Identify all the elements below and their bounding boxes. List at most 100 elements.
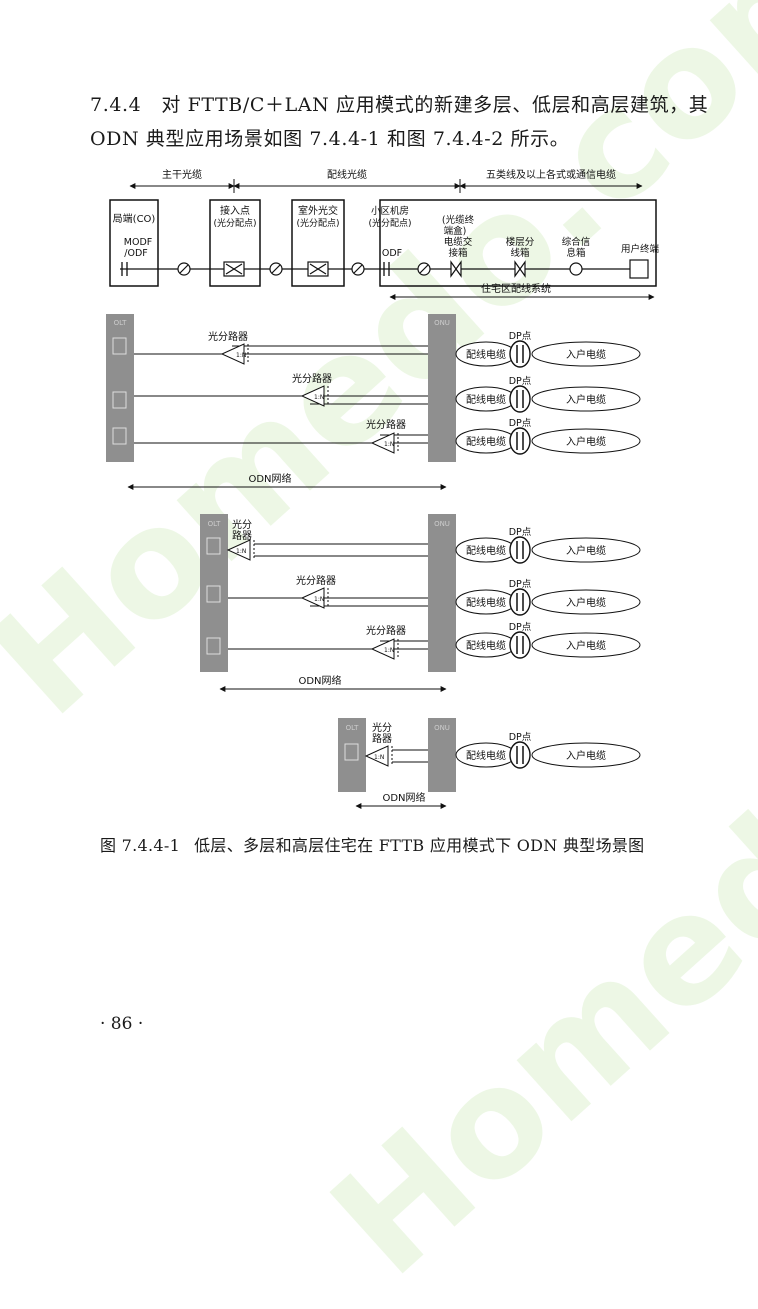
user-terminal-label: 用户终端 xyxy=(621,243,660,255)
onu-rack xyxy=(428,718,456,792)
odf-connector-icon xyxy=(121,262,390,276)
floor-box-label-1: 楼层分 xyxy=(506,236,535,248)
splitter-label-b: 路器 xyxy=(372,732,392,745)
distribution-cable-label: 配线电缆 xyxy=(466,435,506,448)
dp-label: DP点 xyxy=(509,579,532,590)
splitter-label-a: 光分 xyxy=(232,518,252,531)
info-box-label-2: 息箱 xyxy=(566,247,585,259)
room-sub: (光分配点) xyxy=(368,217,411,229)
splitter-ratio: 1:N xyxy=(384,441,394,448)
splitter-ratio: 1:N xyxy=(236,352,246,359)
odn-network-label: ODN网络 xyxy=(298,674,341,687)
co-label: 局端(CO) xyxy=(113,212,156,225)
drop-cable-label: 入户电缆 xyxy=(566,393,606,406)
splitter-label: 光分路器 xyxy=(366,624,406,637)
splitter-label: 光分路器 xyxy=(366,418,406,431)
page-number: · 86 · xyxy=(100,1014,144,1034)
info-box-label-1: 综合信 xyxy=(562,236,591,248)
residential-system-label: 住宅区配线系统 xyxy=(481,282,551,295)
clause-text: 对 FTTB/C＋LAN 应用模式的新建多层、低层和高层建筑，其 ODN 典型应… xyxy=(90,94,709,150)
splice-label-3: 电缆交 xyxy=(444,236,473,248)
scenario-high-rise: OLT ONU 1:N 光分 路器 配线电缆 DP点 入户电缆 ODN网络 xyxy=(338,718,641,809)
access-point-box xyxy=(209,199,261,287)
onu-rack xyxy=(428,514,456,672)
olt-rack xyxy=(106,314,134,462)
top-diagram: 主干光缆 配线光缆 五类线及以上各式或通信电缆 局端(CO) MODF /ODF… xyxy=(109,168,660,300)
distribution-cable-label: 配线电缆 xyxy=(466,749,506,762)
floor-box-label-2: 线箱 xyxy=(510,247,529,259)
odn-figure: 主干光缆 配线光缆 五类线及以上各式或通信电缆 局端(CO) MODF /ODF… xyxy=(106,168,660,809)
drop-cable-label: 入户电缆 xyxy=(566,596,606,609)
splice-label-1: (光缆终 xyxy=(442,214,475,226)
drop-cable-label: 入户电缆 xyxy=(566,749,606,762)
span-cat5-label: 五类线及以上各式或通信电缆 xyxy=(486,168,616,181)
onu-label: ONU xyxy=(434,724,450,732)
dp-row: 配线电缆 DP点 入户电缆 xyxy=(455,579,641,616)
distribution-cable-label: 配线电缆 xyxy=(466,544,506,557)
dp-row: 配线电缆 DP点 入户电缆 xyxy=(455,418,641,455)
splitter-ratio: 1:N xyxy=(374,754,384,761)
splice-closure-icon xyxy=(177,262,431,276)
drop-cable-label: 入户电缆 xyxy=(566,348,606,361)
drop-cable-label: 入户电缆 xyxy=(566,435,606,448)
splitter-label: 光分路器 xyxy=(292,372,332,385)
drop-cable-label: 入户电缆 xyxy=(566,544,606,557)
modf-label: MODF xyxy=(124,237,152,248)
distribution-cable-label: 配线电缆 xyxy=(466,596,506,609)
distribution-cable-label: 配线电缆 xyxy=(466,393,506,406)
scenario-low-rise: OLT ONU 1:N 光分路器 1:N 光分路器 1:N 光分路器 xyxy=(106,314,641,490)
drop-cable-label: 入户电缆 xyxy=(566,639,606,652)
olt-rack xyxy=(338,718,366,792)
figure-caption: 图 7.4.4-1 低层、多层和高层住宅在 FTTB 应用模式下 ODN 典型场景… xyxy=(100,832,644,856)
dp-label: DP点 xyxy=(509,732,532,743)
dp-row: 配线电缆 DP点 入户电缆 xyxy=(455,732,641,769)
olt-label: OLT xyxy=(346,724,359,732)
room-label: 小区机房 xyxy=(371,205,409,217)
splitter-ratio: 1:N xyxy=(384,647,394,654)
dp-row: 配线电缆 DP点 入户电缆 xyxy=(455,376,641,413)
outdoor-cabinet-label: 室外光交 xyxy=(298,204,338,217)
odn-network-label: ODN网络 xyxy=(382,791,425,804)
dp-row: 配线电缆 DP点 入户电缆 xyxy=(455,331,641,368)
splitter-ratio: 1:N xyxy=(314,596,324,603)
span-trunk-label: 主干光缆 xyxy=(162,168,202,181)
user-terminal-icon xyxy=(629,259,649,279)
distribution-cable-label: 配线电缆 xyxy=(466,348,506,361)
scenario-multi-storey: OLT ONU 1:N 光分 路器 1:N 光分路器 1:N 光分路器 xyxy=(200,514,641,692)
olt-rack xyxy=(200,514,228,672)
outdoor-cabinet-sub: (光分配点) xyxy=(296,217,339,229)
dp-label: DP点 xyxy=(509,622,532,633)
odf-slash-label: /ODF xyxy=(124,248,147,259)
cross-box-icon xyxy=(450,260,526,278)
clause-number: 7.4.4 xyxy=(90,94,142,116)
splitter-label-a: 光分 xyxy=(372,721,392,734)
access-point-sub: (光分配点) xyxy=(213,217,256,229)
dp-row: 配线电缆 DP点 入户电缆 xyxy=(455,527,641,564)
figure-number: 图 7.4.4-1 xyxy=(100,836,181,855)
splitter-label: 光分路器 xyxy=(208,330,248,343)
distribution-cable-label: 配线电缆 xyxy=(466,639,506,652)
olt-label: OLT xyxy=(114,319,127,327)
olt-label: OLT xyxy=(208,520,221,528)
odf-label: ODF xyxy=(382,248,402,259)
onu-rack xyxy=(428,314,456,462)
splice-label-2: 端盒) xyxy=(444,225,467,237)
dp-label: DP点 xyxy=(509,418,532,429)
co-box xyxy=(109,199,159,287)
span-distribution-label: 配线光缆 xyxy=(327,168,367,181)
onu-label: ONU xyxy=(434,319,450,327)
odn-network-label: ODN网络 xyxy=(248,472,291,485)
splitter-label-b: 路器 xyxy=(232,529,252,542)
dp-label: DP点 xyxy=(509,527,532,538)
splitter-ratio: 1:N xyxy=(314,394,324,401)
distribution-frame-icon xyxy=(223,261,329,277)
splice-label-4: 接箱 xyxy=(448,247,467,259)
info-box-icon xyxy=(569,262,583,276)
figure-title: 低层、多层和高层住宅在 FTTB 应用模式下 ODN 典型场景图 xyxy=(194,836,645,855)
dp-label: DP点 xyxy=(509,376,532,387)
splitter-label: 光分路器 xyxy=(296,574,336,587)
dp-row: 配线电缆 DP点 入户电缆 xyxy=(455,622,641,659)
residential-box xyxy=(379,199,657,287)
outdoor-cabinet-box xyxy=(291,199,345,287)
dp-label: DP点 xyxy=(509,331,532,342)
